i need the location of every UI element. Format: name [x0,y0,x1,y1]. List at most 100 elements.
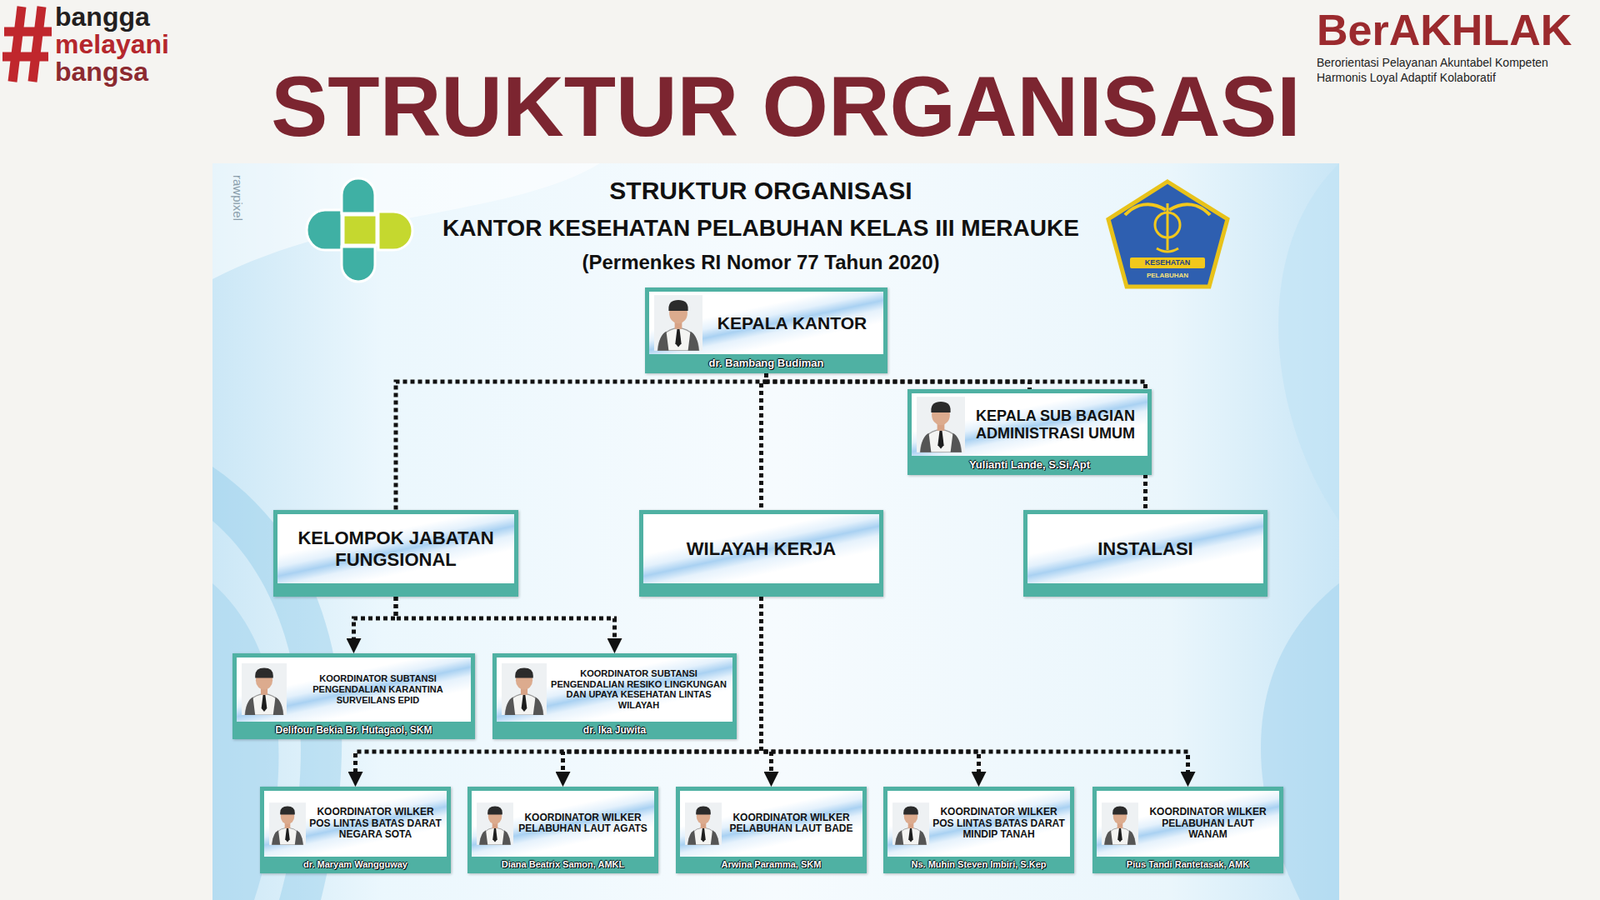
name-strip: dr. Maryam Wangguway [264,856,447,874]
box-panel: INSTALASI [1027,514,1264,584]
photo-cap [280,806,295,815]
person-name: dr. Ika Juwita [500,724,730,736]
photo-cap [1112,806,1128,815]
photo-shoulder [533,697,544,716]
org-box: KOORDINATOR WILKER PELABUHAN LAUT AGATSD… [467,786,659,874]
hash-stroke [2,52,49,62]
name-strip: Delifour Bekia Br. Hutagaol, SKM [236,721,471,740]
label-text: bangga [55,3,150,30]
name-strip [1027,583,1264,597]
hash-stroke [12,6,22,82]
box-title: KOORDINATOR WILKER PELABUHAN LAUT WANAM [1141,806,1275,841]
photo-shoulder [710,830,720,845]
photo-tie [261,695,268,712]
photo-tie [285,828,290,843]
photo-ground [241,663,287,715]
photo-shoulder [920,433,931,453]
name-strip: Yulianti Lande, S.Si,Apt [911,455,1148,475]
photo-tie [675,329,681,348]
box-panel: KEPALA SUB BAGIAN ADMINISTRASI UMUM [911,393,1148,456]
photo-ground [654,295,703,351]
emblem-wing [1125,204,1166,215]
photo-cap [903,806,919,815]
name-strip: Pius Tandi Rantetasak, AMK [1096,856,1280,874]
photo-cap [668,300,688,311]
photo-shoulder [895,830,904,845]
org-box: KOORDINATOR WILKER POS LINTAS BATAS DARA… [883,786,1075,874]
photo-shirt [1104,827,1135,845]
person-name: dr. Maryam Wangguway [267,859,444,870]
photo-shoulder [688,331,700,351]
person-name: Arwina Paramma, SKM [683,859,860,870]
photo-cap [255,668,274,679]
label-text: PELABUHAN [1117,272,1218,280]
photo-ground [1101,802,1139,845]
name-strip: Diana Beatrix Samon, AMKL [471,856,655,874]
org-box: KELOMPOK JABATAN FUNGSIONAL [273,510,519,597]
emblem-wing [1169,204,1210,215]
portrait-photo [916,396,965,453]
logo-petal [343,215,377,245]
photo-shirt [920,430,961,454]
label-text: KANTOR KESEHATAN PELABUHAN KELAS III MER… [385,216,1136,240]
box-panel: KOORDINATOR SUBTANSI PENGENDALIAN KARANT… [236,657,471,722]
photo-tie [492,828,498,843]
photo-tie [908,828,914,843]
label-text: STRUKTUR ORGANISASI [385,178,1136,204]
label-text: rawpixel [231,175,245,221]
photo-shirt [271,827,303,845]
label-text: bangsa [55,58,149,85]
chart-panel [212,163,1340,900]
name-strip: dr. Ika Juwita [496,721,733,740]
emblem-anchor [1156,248,1179,252]
photo-shirt [657,328,699,352]
box-panel: KEPALA KANTOR [649,291,884,355]
org-box: KEPALA SUB BAGIAN ADMINISTRASI UMUM Yulia… [907,389,1152,475]
emblem-anchor [1166,203,1170,250]
person-name: Delifour Bekia Br. Hutagaol, SKM [240,724,468,736]
photo-shoulder [1104,830,1113,845]
port-health-emblem [1108,181,1228,287]
photo-shoulder [687,830,696,845]
photo-ground [916,396,965,453]
photo-tie [700,828,706,843]
hash-mark [2,6,52,82]
org-box: KOORDINATOR WILKER PELABUHAN LAUT BADEAr… [675,786,867,874]
photo-tie [1117,828,1123,843]
photo-shoulder [245,697,255,716]
box-title: KOORDINATOR SUBTANSI PENGENDALIAN KARANT… [290,673,466,705]
logo-petal [341,178,375,214]
org-box: KEPALA KANTORdr. Bambang Budiman [645,287,888,374]
photo-shoulder [950,433,962,453]
photo-ground [269,802,306,845]
portrait-photo [269,802,306,845]
hash-stroke [32,6,42,82]
logo-petal [306,210,342,250]
box-panel: KELOMPOK JABATAN FUNGSIONAL [277,514,515,584]
label-text: KESEHATAN [1117,259,1218,267]
name-strip [643,583,880,597]
person-name: Pius Tandi Rantetasak, AMK [1100,859,1276,870]
org-box: KOORDINATOR WILKER PELABUHAN LAUT WANAM P… [1092,786,1284,874]
dotted-connector [395,596,615,645]
dotted-connector [761,596,1189,779]
emblem-shield [1108,181,1228,287]
portrait-photo [685,802,722,845]
photo-shoulder [1127,830,1136,845]
box-title: KOORDINATOR WILKER POS LINTAS BATAS DARA… [932,806,1065,841]
person-name: Yulianti Lande, S.Si,Apt [915,458,1145,472]
box-panel: KOORDINATOR WILKER PELABUHAN LAUT AGATS [471,790,655,857]
portrait-photo [1101,802,1139,845]
label-text: BerAKHLAK [1316,8,1572,52]
photo-cap [515,668,534,679]
label-text: Harmonis Loyal Adaptif Kolaboratif [1316,71,1496,84]
box-panel: KOORDINATOR WILKER POS LINTAS BATAS DARA… [887,790,1070,857]
logo-petal [341,246,375,282]
photo-shoulder [295,830,304,845]
name-strip: Arwina Paramma, SKM [680,856,863,874]
photo-shirt [687,827,719,845]
photo-shoulder [918,830,927,845]
photo-shoulder [479,830,488,845]
photo-ground [476,802,514,845]
portrait-photo [654,295,703,351]
